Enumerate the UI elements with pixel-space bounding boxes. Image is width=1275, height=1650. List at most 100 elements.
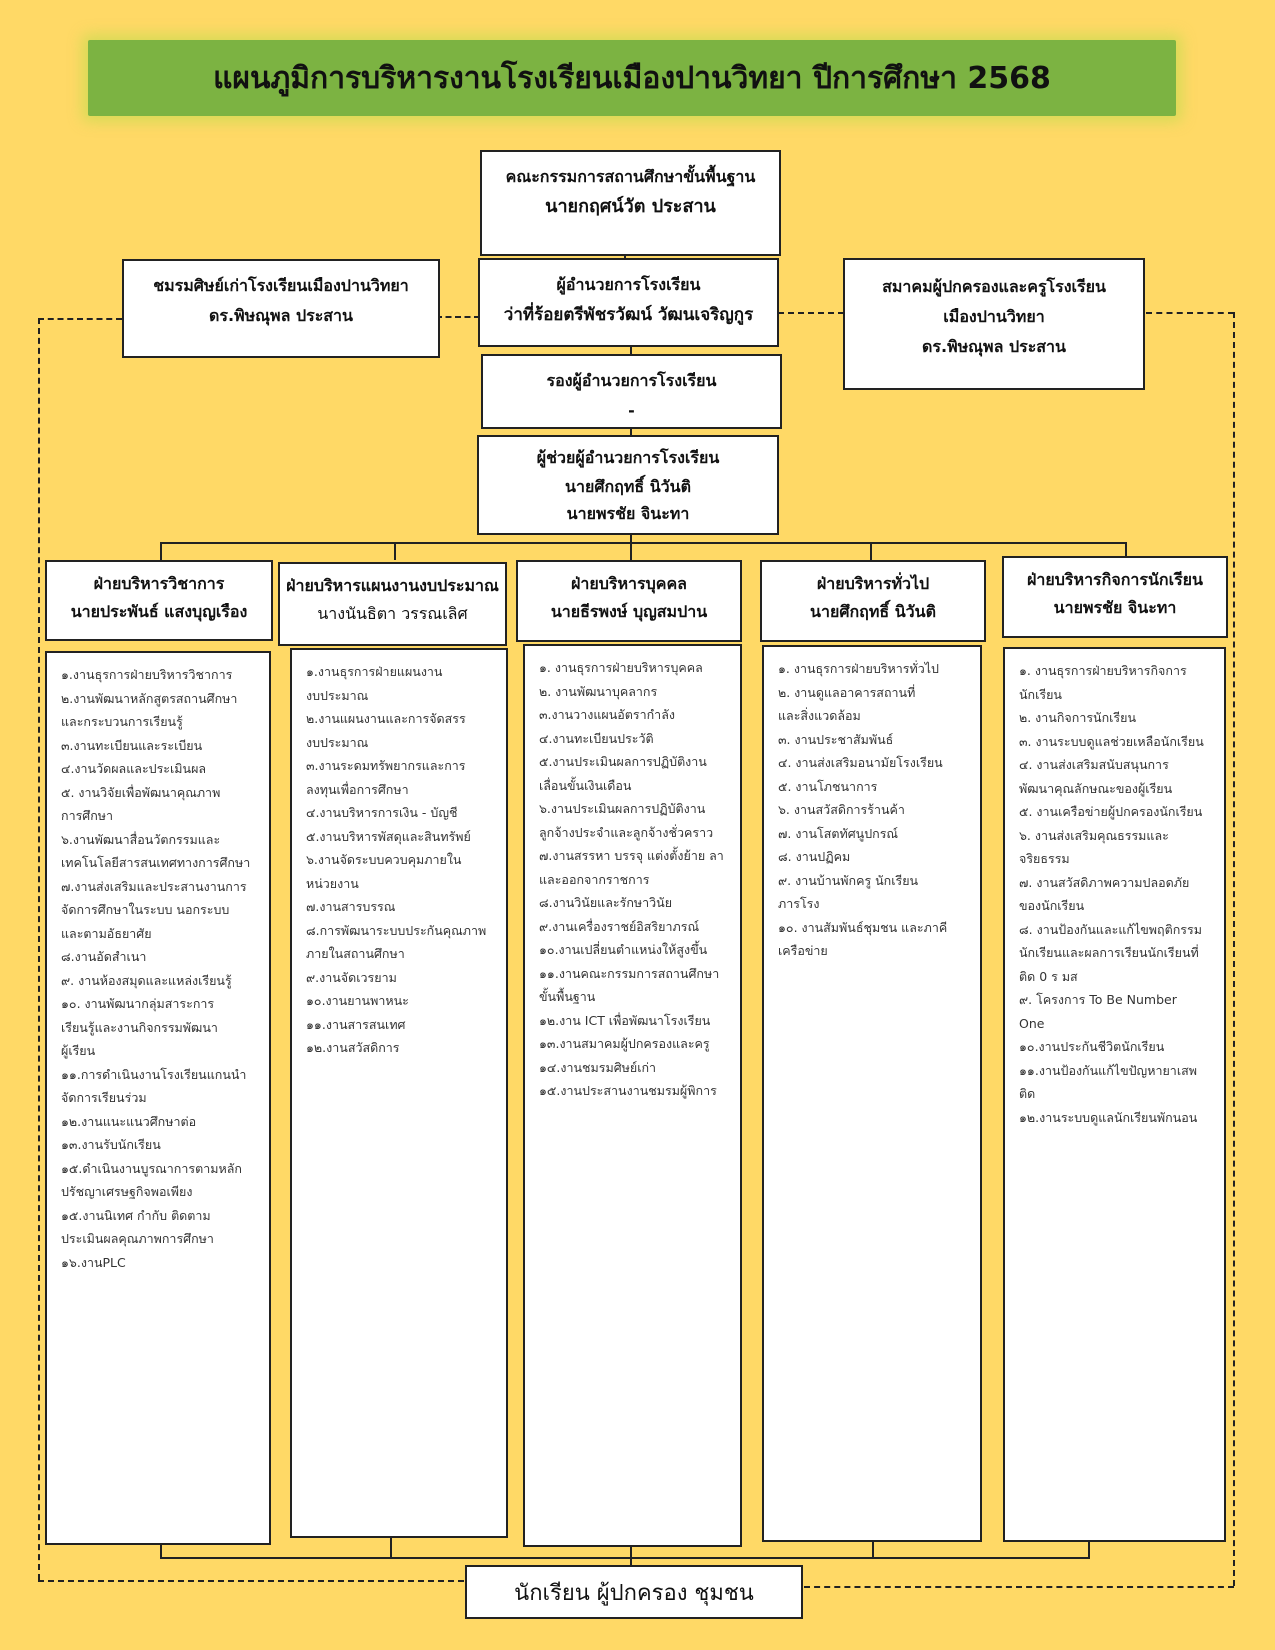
- dept-head: นายธีรพงษ์ บุญสมปาน: [550, 602, 708, 621]
- task-item: ๑.งานธุรการฝ่ายบริหารวิชาการ: [61, 667, 233, 682]
- task-item: ภายในสถานศึกษา: [306, 946, 405, 961]
- task-item: ๘. งานปฏิคม: [778, 849, 851, 864]
- pta-name: ดร.พิษณุพล ประสาน: [922, 337, 1066, 356]
- deputy-director-box: รองผู้อำนวยการโรงเรียน -: [481, 354, 782, 429]
- task-item: ๕. งานโภชนาการ: [778, 778, 878, 794]
- task-item: และกระบวนการเรียนรู้: [61, 714, 183, 729]
- alumni-club-box: ชมรมศิษย์เก่าโรงเรียนเมืองปานวิทยา ดร.พิ…: [122, 259, 440, 358]
- director-label: ผู้อำนวยการโรงเรียน: [556, 275, 701, 294]
- task-item: และออกจากราชการ: [539, 871, 650, 887]
- task-item: ๑๐. งานสัมพันธ์ชุมชน และภาคี: [778, 919, 948, 935]
- connector: [160, 1545, 162, 1559]
- alumni-club-name: ดร.พิษณุพล ประสาน: [209, 306, 353, 325]
- dept-general-header: ฝ่ายบริหารทั่วไป นายศึกฤทธิ์ นิวันติ: [760, 560, 986, 642]
- dept-student-affairs-task-list: ๑. งานธุรการฝ่ายบริหารกิจการนักเรียน๒. ง…: [1003, 647, 1226, 1542]
- task-item: ๑๒.งานแนะแนวศึกษาต่อ: [61, 1113, 197, 1129]
- connector: [870, 542, 872, 560]
- dashed-connector: [1146, 312, 1234, 314]
- task-item: และสิ่งแวดล้อม: [778, 708, 861, 723]
- task-item: จัดการเรียนร่วม: [61, 1090, 147, 1105]
- task-item: ติด 0 ร มส: [1019, 968, 1078, 984]
- connector: [630, 428, 632, 436]
- task-item: ๙.งานจัดเวรยาม: [306, 969, 397, 985]
- task-item: ๑๐.งานประกันชีวิตนักเรียน: [1019, 1039, 1165, 1054]
- dept-academic-task-list: ๑.งานธุรการฝ่ายบริหารวิชาการ๒.งานพัฒนาหล…: [45, 651, 271, 1545]
- dept-title: ฝ่ายบริหารแผนงานงบประมาณ: [286, 576, 499, 595]
- task-item: ๘.การพัฒนาระบบประกันคุณภาพ: [306, 922, 487, 938]
- task-item: One: [1019, 1015, 1045, 1031]
- task-item: ๑๔.งานชมรมศิษย์เก่า: [539, 1059, 657, 1075]
- task-item: ๒.งานแผนงานและการจัดสรร: [306, 711, 466, 726]
- task-item: เครือข่าย: [778, 943, 828, 958]
- task-item: ๙. โครงการ To Be Number: [1019, 992, 1177, 1007]
- task-item: ๗. งานโสตทัศนูปกรณ์: [778, 825, 899, 841]
- connector: [872, 1542, 874, 1559]
- task-item: ๑. งานธุรการฝ่ายบริหารบุคคล: [539, 660, 703, 675]
- task-item: การศึกษา: [61, 808, 114, 823]
- task-item: ๑๓.งานรับนักเรียน: [61, 1137, 161, 1152]
- task-item: พัฒนาคุณลักษณะของผู้เรียน: [1019, 780, 1173, 796]
- task-item: ๕.งานบริหารพัสดุและสินทรัพย์: [306, 828, 471, 844]
- task-item: ๗. งานสวัสดิภาพความปลอดภัย: [1019, 874, 1190, 890]
- task-item: ๓.งานระดมทรัพยากรและการ: [306, 758, 466, 773]
- task-item: ๔.งานบริหารการเงิน - บัญชี: [306, 805, 458, 820]
- task-item: ๘. งานป้องกันและแก้ไขพฤติกรรม: [1019, 921, 1202, 937]
- task-item: ปรัชญาเศรษฐกิจพอเพียง: [61, 1184, 193, 1199]
- dept-head: นายประพันธ์ แสงบุญเรือง: [70, 602, 248, 621]
- task-item: ๒. งานดูแลอาคารสถานที่: [778, 684, 916, 700]
- task-item: ๗.งานสารบรรณ: [306, 899, 396, 914]
- dept-personnel-task-list: ๑. งานธุรการฝ่ายบริหารบุคคล๒. งานพัฒนาบุ…: [523, 644, 742, 1547]
- task-item: ๑.งานธุรการฝ่ายแผนงาน: [306, 664, 443, 679]
- task-item: ๑๐.งานยานพาหนะ: [306, 993, 409, 1008]
- task-item: ติด: [1019, 1086, 1036, 1101]
- dept-general-task-list: ๑. งานธุรการฝ่ายบริหารทั่วไป๒. งานดูแลอา…: [762, 645, 982, 1542]
- school-board-box: คณะกรรมการสถานศึกษาขั้นพื้นฐาน นายกฤศน์ว…: [480, 150, 781, 256]
- task-item: ๓.งานวางแผนอัตรากำลัง: [539, 707, 675, 722]
- task-item: ๘.งานวินัยและรักษาวินัย: [539, 895, 673, 910]
- deputy-director-name: -: [628, 401, 635, 420]
- task-item: ๓.งานทะเบียนและระเบียน: [61, 737, 203, 753]
- task-item: ๖.งานประเมินผลการปฏิบัติงาน: [539, 801, 706, 816]
- task-item: ๙.งานเครื่องราชย์อิสริยาภรณ์: [539, 918, 700, 934]
- task-item: ๑๒.งานสวัสดิการ: [306, 1040, 400, 1055]
- title-banner: แผนภูมิการบริหารงานโรงเรียนเมืองปานวิทยา…: [88, 40, 1176, 116]
- pta-label-2: เมืองปานวิทยา: [943, 307, 1045, 326]
- dept-personnel-header: ฝ่ายบริหารบุคคล นายธีรพงษ์ บุญสมปาน: [516, 560, 742, 642]
- task-item: ๑๑.การดำเนินงานโรงเรียนแกนนำ: [61, 1066, 247, 1082]
- task-item: ๘.งานอัดสำเนา: [61, 949, 147, 964]
- connector: [160, 542, 1126, 544]
- stakeholders-label: นักเรียน ผู้ปกครอง ชุมชน: [514, 1580, 754, 1606]
- task-item: ๑๐.งานเปลี่ยนตำแหน่งให้สูงขึ้น: [539, 942, 708, 957]
- assistant-director-box: ผู้ช่วยผู้อำนวยการโรงเรียน นายศึกฤทธิ์ น…: [477, 435, 779, 535]
- task-item: จริยธรรม: [1019, 851, 1070, 866]
- task-item: ๑๕.ดำเนินงานบูรณาการตามหลัก: [61, 1160, 242, 1176]
- task-item: ๔.งานวัดผลและประเมินผล: [61, 761, 207, 776]
- task-item: ๕. งานเครือข่ายผู้ปกครองนักเรียน: [1019, 804, 1203, 819]
- task-item: ๒.งานพัฒนาหลักสูตรสถานศึกษา: [61, 690, 238, 706]
- task-item: ๓. งานระบบดูแลช่วยเหลือนักเรียน: [1019, 733, 1204, 749]
- task-item: ผู้เรียน: [61, 1043, 96, 1058]
- page-title: แผนภูมิการบริหารงานโรงเรียนเมืองปานวิทยา…: [213, 60, 1051, 96]
- connector: [160, 1557, 1090, 1559]
- director-name: ว่าที่ร้อยตรีพัชรวัฒน์ วัฒนเจริญกูร: [503, 305, 754, 325]
- task-item: ๑. งานธุรการฝ่ายบริหารกิจการ: [1019, 663, 1187, 678]
- dashed-connector: [778, 312, 844, 314]
- task-item: ๑๒.งาน ICT เพื่อพัฒนาโรงเรียน: [539, 1012, 711, 1028]
- task-item: ๕. งานวิจัยเพื่อพัฒนาคุณภาพ: [61, 784, 221, 800]
- connector: [394, 542, 396, 560]
- dept-head: นายศึกฤทธิ์ นิวันติ: [810, 602, 936, 621]
- task-item: ๙. งานบ้านพักครู นักเรียน: [778, 872, 919, 888]
- task-item: ๔.งานทะเบียนประวัติ: [539, 730, 654, 746]
- stakeholders-box: นักเรียน ผู้ปกครอง ชุมชน: [465, 1565, 803, 1619]
- task-item: ลูกจ้างประจำและลูกจ้างชั่วคราว: [539, 824, 714, 840]
- task-item: ๑๖.งานPLC: [61, 1254, 126, 1270]
- task-item: ๑๕.งานประสานงานชมรมผู้พิการ: [539, 1083, 717, 1098]
- connector: [1125, 542, 1127, 556]
- connector: [630, 1547, 632, 1565]
- dept-title: ฝ่ายบริหารบุคคล: [571, 574, 687, 593]
- task-item: นักเรียนและผลการเรียนนักเรียนที่: [1019, 945, 1199, 960]
- task-item: นักเรียน: [1019, 686, 1062, 702]
- task-item: ๑๓.งานสมาคมผู้ปกครองและครู: [539, 1036, 710, 1051]
- connector: [630, 542, 632, 560]
- task-item: ๓. งานประชาสัมพันธ์: [778, 731, 894, 747]
